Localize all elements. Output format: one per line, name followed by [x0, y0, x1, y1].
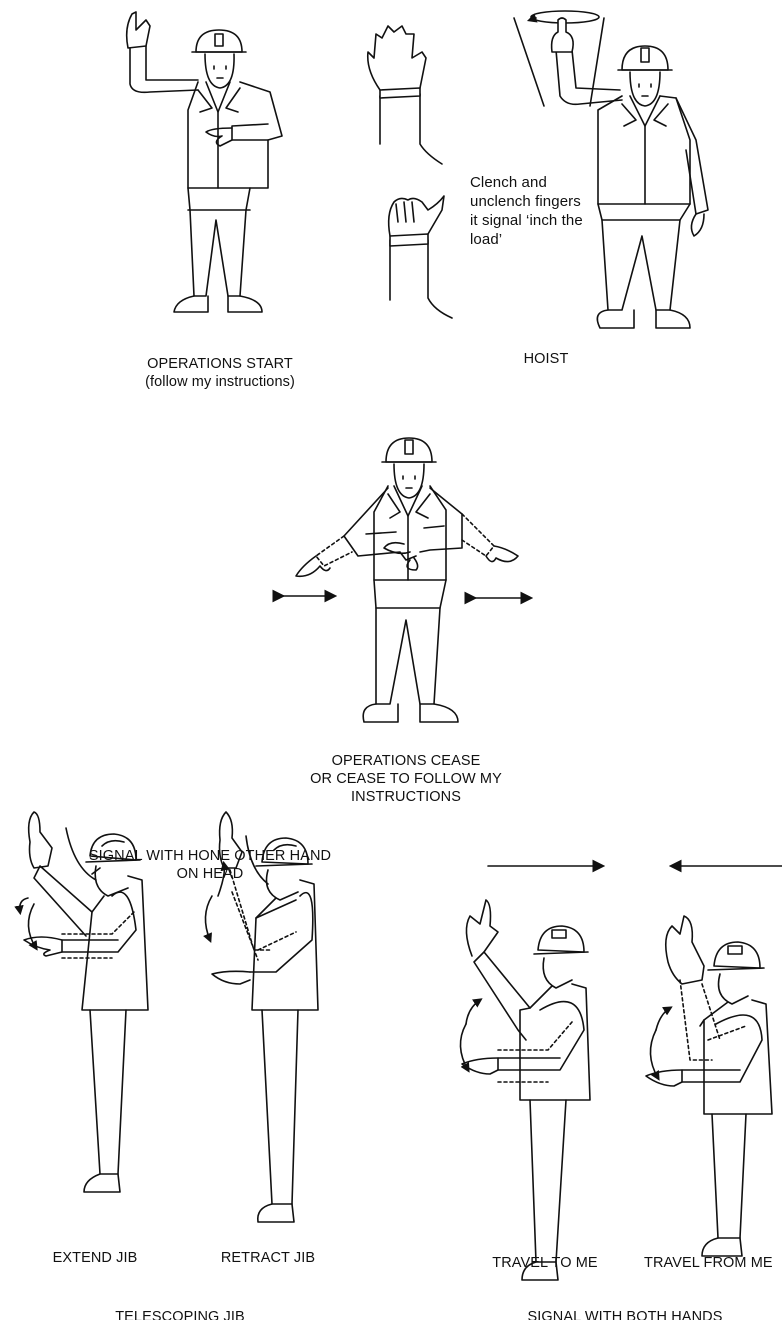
operations-start-line1: OPERATIONS START	[120, 355, 320, 373]
travel-from-me-label: TRAVEL FROM ME	[644, 1254, 782, 1272]
operations-start-figure	[127, 12, 282, 312]
retract-jib-label: RETRACT JIB	[203, 1249, 333, 1267]
hoist-figure	[514, 11, 708, 328]
hoist-note-line: Clench and	[470, 173, 620, 192]
hoist-note-line: unclench fingers	[470, 192, 620, 211]
hoist-note-line: load’	[470, 230, 620, 249]
telescoping-jib-group-label: TELESCOPING JIB	[70, 1308, 290, 1320]
travel-to-me-label: TRAVEL TO ME	[470, 1254, 620, 1272]
hoist-label: HOIST	[496, 350, 596, 368]
operations-start-line2: (follow my instructions)	[120, 373, 320, 391]
operations-cease-line2: OR CEASE TO FOLLOW MY	[281, 770, 531, 788]
operations-start-label: OPERATIONS START (follow my instructions…	[120, 355, 320, 391]
operations-cease-line3: INSTRUCTIONS	[281, 788, 531, 806]
telescoping-header-line2: ON HEAD	[60, 865, 360, 883]
hoist-fist-hand	[389, 196, 452, 318]
operations-cease-figure	[296, 438, 518, 722]
hoist-note: Clench and unclench fingers it signal ‘i…	[470, 173, 620, 249]
telescoping-header-line1: SIGNAL WITH HONE OTHER HAND	[60, 847, 360, 865]
hoist-note-line: it signal ‘inch the	[470, 211, 620, 230]
hoist-open-hand	[368, 26, 442, 164]
travel-to-me-figure	[460, 900, 590, 1280]
operations-cease-line1: OPERATIONS CEASE	[281, 752, 531, 770]
both-hands-group-label: SIGNAL WITH BOTH HANDS	[500, 1308, 750, 1320]
extend-jib-label: EXTEND JIB	[30, 1249, 160, 1267]
travel-from-me-figure	[646, 916, 772, 1256]
operations-cease-label: OPERATIONS CEASE OR CEASE TO FOLLOW MY I…	[281, 752, 531, 806]
telescoping-header: SIGNAL WITH HONE OTHER HAND ON HEAD	[60, 847, 360, 883]
cease-arrows	[282, 596, 530, 598]
